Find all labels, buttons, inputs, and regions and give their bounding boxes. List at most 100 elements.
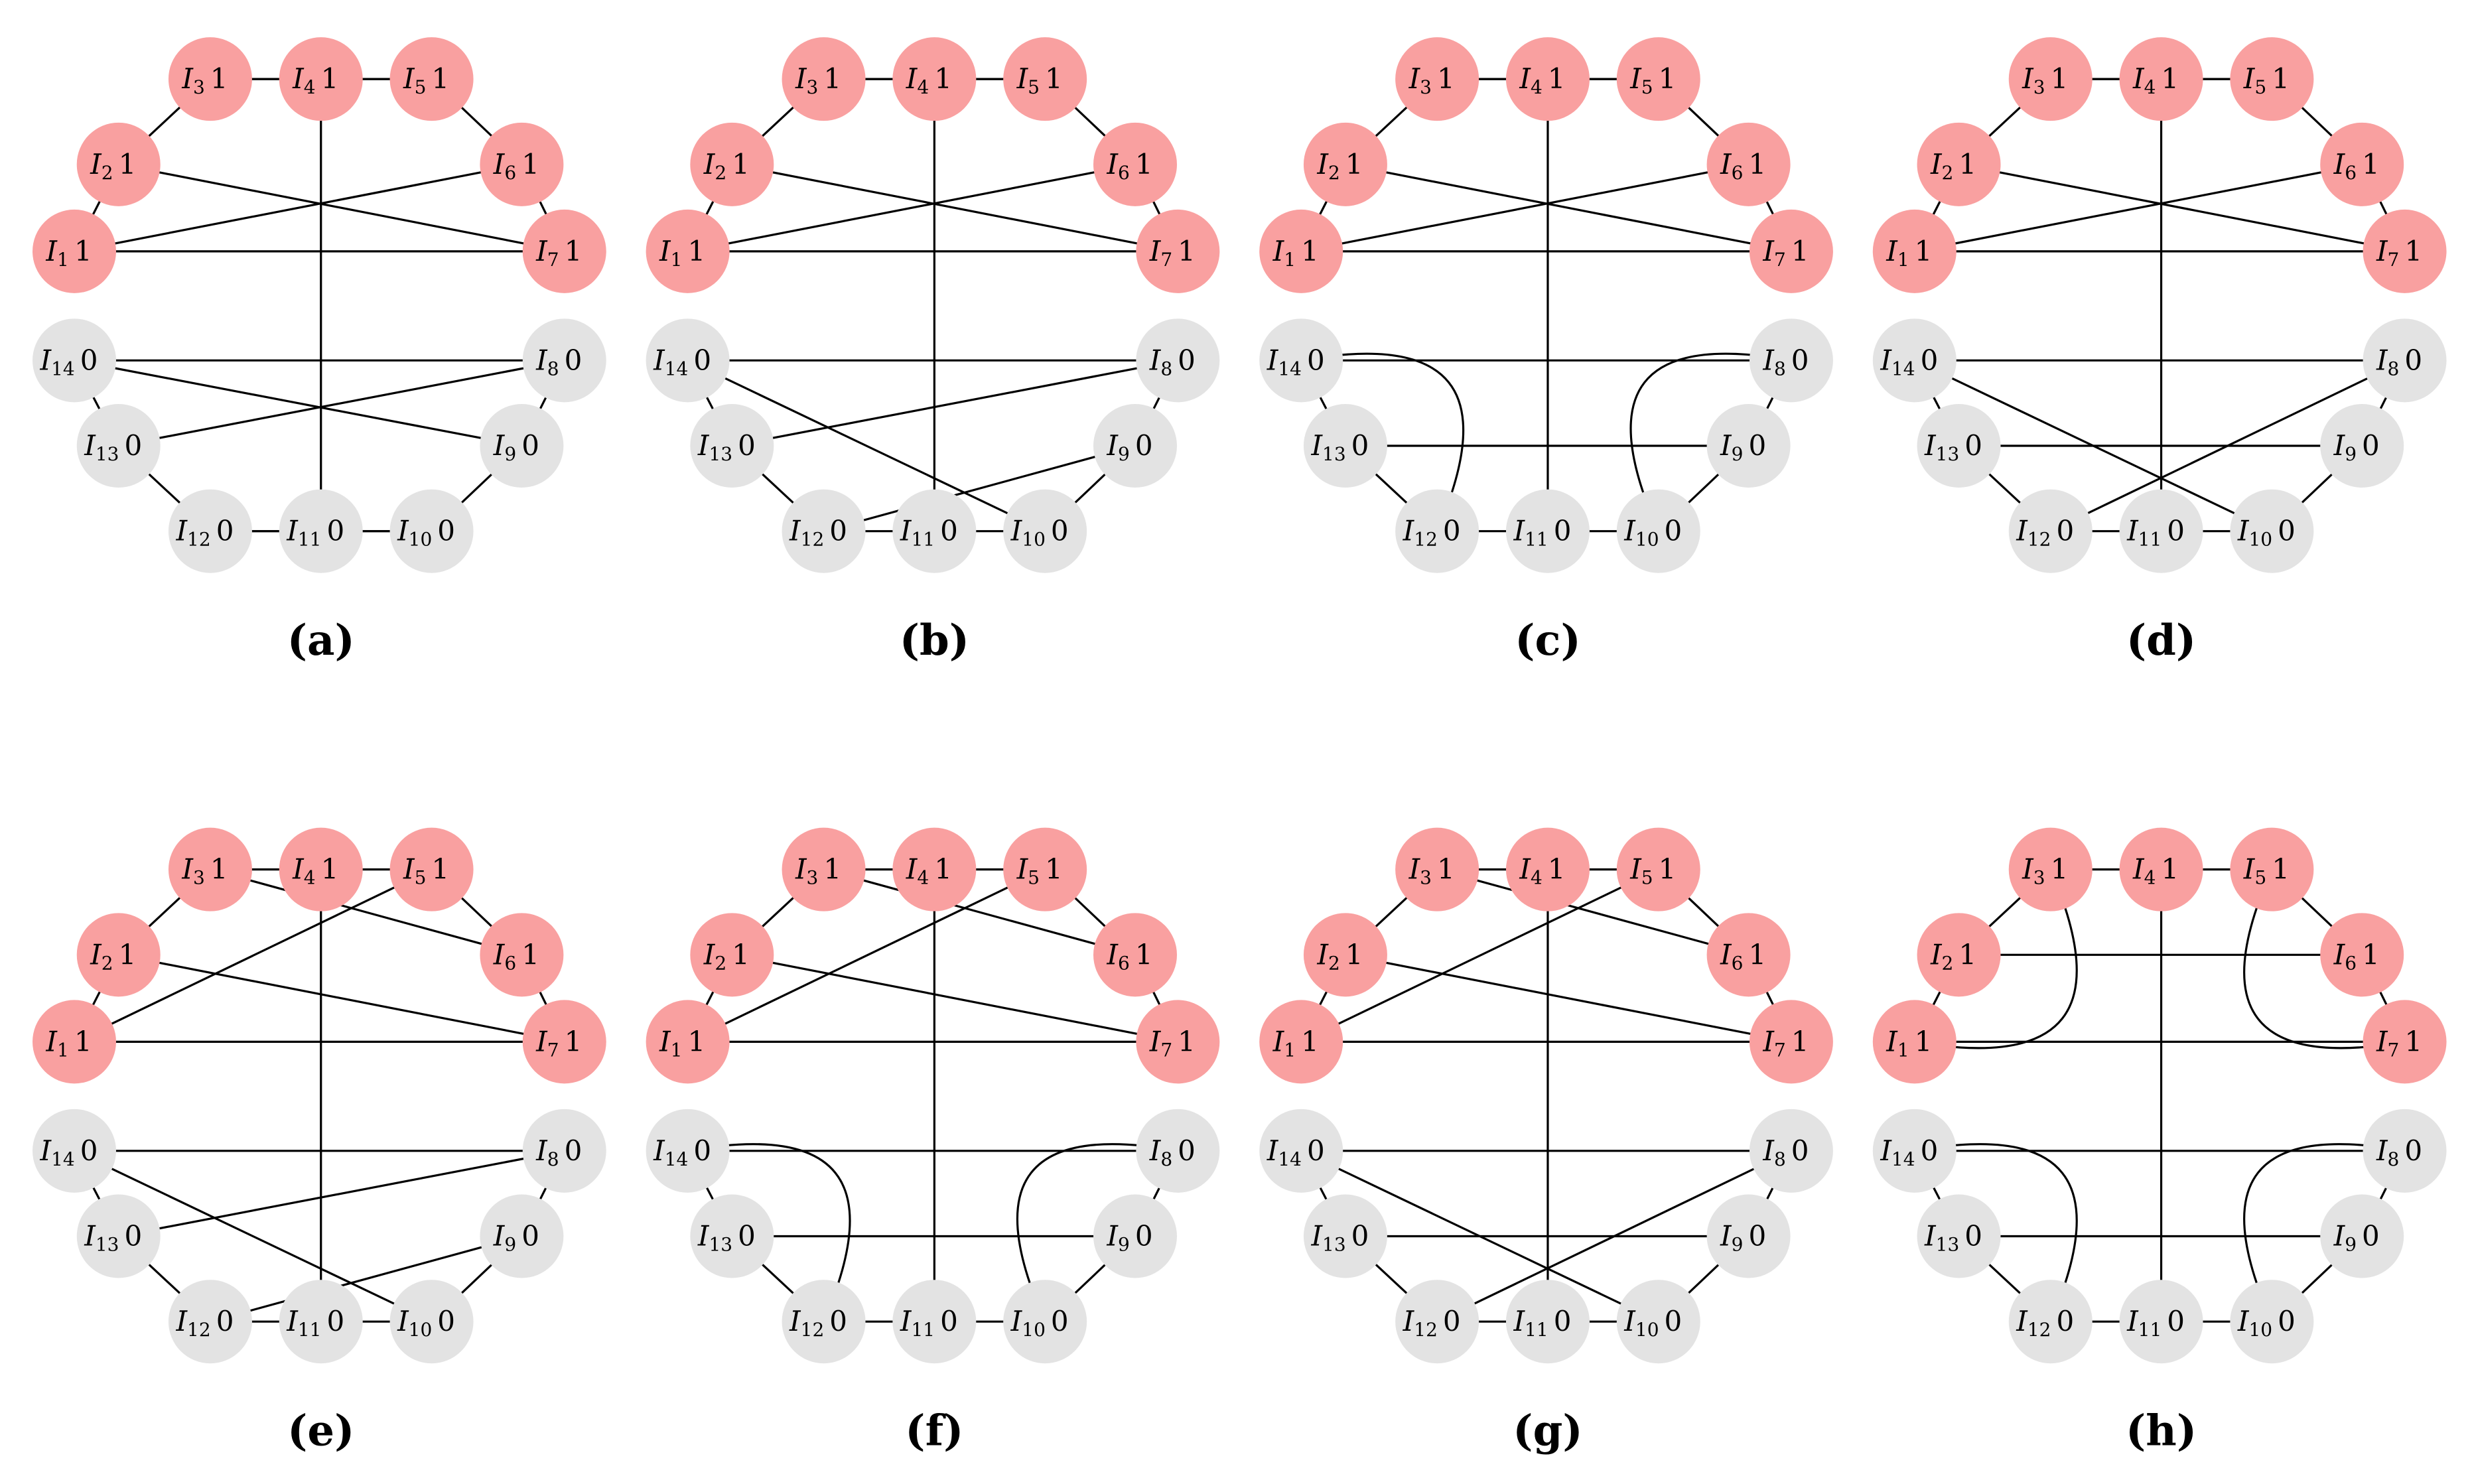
node-circle <box>1303 1194 1387 1278</box>
node-circle <box>168 37 252 121</box>
panel-caption: (h) <box>2126 1406 2197 1456</box>
chord-edge <box>1345 163 1792 253</box>
node-circle <box>1003 827 1087 911</box>
node-circle <box>1749 1109 1833 1193</box>
chord-edge <box>1300 868 1659 1043</box>
node-circle <box>1872 318 1957 403</box>
node-circle <box>279 827 363 911</box>
panel-caption: (g) <box>1513 1406 1582 1456</box>
node-circle <box>2008 489 2093 573</box>
node-circle <box>1093 122 1177 206</box>
chord-edge <box>1914 163 2363 253</box>
node-circle <box>1616 489 1700 573</box>
node-circle <box>2363 209 2447 293</box>
node-circle <box>1872 1000 1957 1084</box>
chord-edge <box>210 868 522 956</box>
node-circle <box>76 404 161 488</box>
node-circle <box>2320 913 2404 997</box>
chord-edge <box>1300 1150 1659 1323</box>
node-circle <box>1136 318 1220 403</box>
node-circle <box>522 1109 606 1193</box>
node-circle <box>782 827 866 911</box>
node-circle <box>33 318 117 403</box>
node-circle <box>1136 1109 1220 1193</box>
node-circle <box>2363 1109 2447 1193</box>
panel-caption: (a) <box>287 616 355 665</box>
chord-edge <box>1016 1143 1178 1322</box>
node-circle <box>2320 404 2404 488</box>
node-circle <box>168 489 252 573</box>
node-circle <box>2119 827 2203 911</box>
chord-edge <box>687 1143 851 1322</box>
node-circle <box>33 1109 117 1193</box>
node-circle <box>76 913 161 997</box>
chord-edge <box>74 1150 433 1323</box>
node-circle <box>1003 37 1087 121</box>
node-circle <box>782 1280 866 1364</box>
node-circle <box>480 1194 564 1278</box>
node-circle <box>690 1194 774 1278</box>
chord-edge <box>1300 163 1749 253</box>
node-circle <box>2230 1280 2314 1364</box>
chord-edge <box>687 359 1046 533</box>
node-circle <box>1093 404 1177 488</box>
chord-edge <box>2243 1143 2405 1322</box>
